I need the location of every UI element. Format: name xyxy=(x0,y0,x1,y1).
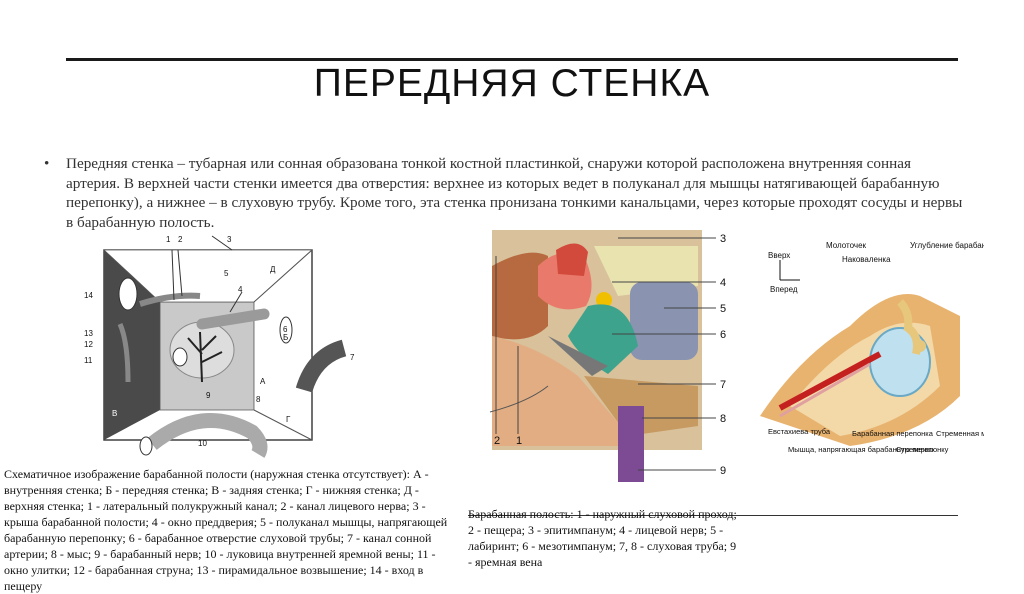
fig2-label-1: 1 xyxy=(516,435,522,447)
fig1-label-6: 6 xyxy=(283,325,288,334)
bullet-paragraph: • Передняя стенка – тубарная или сонная … xyxy=(44,154,966,232)
figure2-caption: Барабанная полость: 1 - наружный слухово… xyxy=(468,507,737,569)
fig2-label-4: 4 xyxy=(720,277,726,289)
fig3-up-label: Вверх xyxy=(768,251,790,260)
fig2-label-6: 6 xyxy=(720,329,726,341)
fig2-label-3: 3 xyxy=(720,233,726,245)
fig1-label-7: 7 xyxy=(350,353,355,362)
fig1-label-4: 4 xyxy=(238,285,243,294)
fig1-label-3: 3 xyxy=(227,235,232,244)
fig1-letter-g: Г xyxy=(286,415,291,424)
fig3-stapedius-label: Стременная мышца xyxy=(936,429,984,438)
fig3-anvil-label: Наковаленка xyxy=(842,255,891,264)
fig3-membrane-label: Барабанная перепонка xyxy=(852,429,934,438)
fig1-label-13: 13 xyxy=(84,329,93,338)
fig1-label-2: 2 xyxy=(178,235,183,244)
fig3-tube-label: Евстахиева труба xyxy=(768,427,831,436)
fig2-label-2: 2 xyxy=(494,435,500,447)
fig1-label-5: 5 xyxy=(224,269,229,278)
bullet-dot: • xyxy=(44,155,50,172)
fig2-label-8: 8 xyxy=(720,413,726,425)
fig3-forward-label: Вперед xyxy=(770,285,798,294)
fig1-label-11: 11 xyxy=(84,356,93,365)
fig3-stirrup-label: Стремечко xyxy=(896,445,934,454)
middle-ear-ossicles-diagram: Вверх Вперед Молоточек Наковаленка Углуб… xyxy=(760,241,984,454)
fig1-label-8: 8 xyxy=(256,395,261,404)
fig1-label-9: 9 xyxy=(206,391,211,400)
fig1-letter-d: Д xyxy=(270,265,276,274)
fig3-hammer-label: Молоточек xyxy=(826,241,867,250)
fig1-label-10: 10 xyxy=(198,439,207,448)
tympanic-cavity-section: 2 1 3 4 5 6 7 8 9 xyxy=(489,230,726,482)
fig1-letter-b: Б xyxy=(283,333,288,342)
fig3-recess-label: Углубление барабанной полости xyxy=(910,241,984,250)
fig1-label-1: 1 xyxy=(166,235,171,244)
tympanic-cavity-schematic: 1 2 3 4 5 6 7 8 9 10 11 12 13 14 А Б В Г… xyxy=(84,235,355,458)
figure1-caption: Схематичное изображение барабанной полос… xyxy=(4,467,448,593)
fig1-label-14: 14 xyxy=(84,291,93,300)
fig1-letter-a: А xyxy=(260,377,266,386)
caption-rule xyxy=(468,515,958,516)
fig2-label-7: 7 xyxy=(720,379,726,391)
fig1-letter-v: В xyxy=(112,409,117,418)
bullet-text: Передняя стенка – тубарная или сонная об… xyxy=(66,155,963,231)
fig1-label-12: 12 xyxy=(84,340,93,349)
slide-title: ПЕРЕДНЯЯ СТЕНКА xyxy=(313,62,711,105)
fig2-label-5: 5 xyxy=(720,303,726,315)
fig2-label-9: 9 xyxy=(720,465,726,477)
title-rule xyxy=(66,58,958,61)
fig3-muscle-label: Мышца, напрягающая барабанную перепонку xyxy=(788,445,949,454)
